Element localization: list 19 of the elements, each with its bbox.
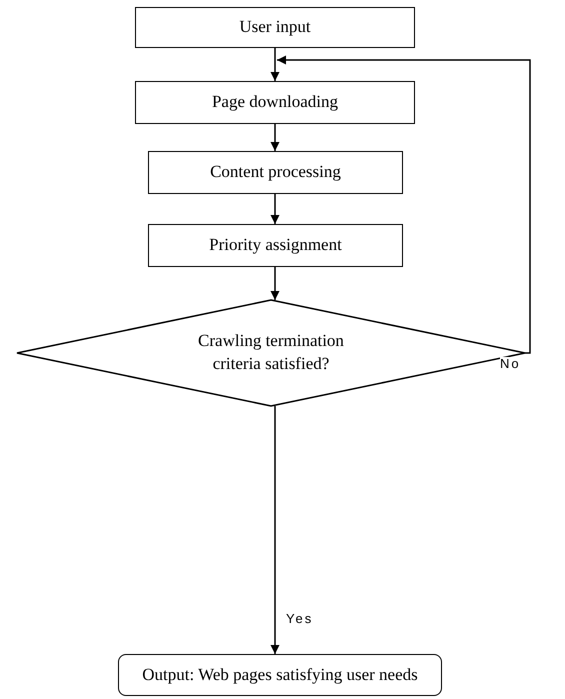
arrow (270, 267, 280, 300)
arrow (270, 406, 280, 654)
arrow (270, 124, 280, 151)
process-box (148, 151, 403, 194)
process-box (135, 7, 415, 48)
box-label: Priority assignment (209, 234, 342, 256)
decision-text: Crawling termination criteria satisfied? (197, 330, 345, 375)
process-box (135, 81, 415, 124)
box-label: Output: Web pages satisfying user needs (142, 664, 418, 686)
process-box (148, 224, 403, 267)
edge-label: No (500, 357, 521, 370)
edge-label: Yes (286, 612, 314, 625)
box-label: Page downloading (212, 91, 338, 114)
arrow (270, 48, 280, 81)
arrow (277, 56, 531, 354)
output-box (118, 654, 442, 696)
box-label: User input (239, 16, 311, 38)
box-label: Content processing (210, 161, 341, 184)
arrow (270, 194, 280, 224)
